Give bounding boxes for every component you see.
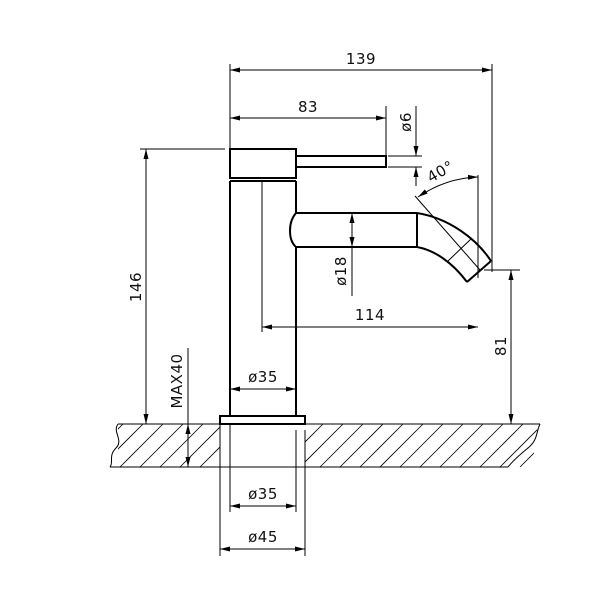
hatch-line	[219, 424, 264, 467]
hatch-line	[339, 424, 384, 467]
label-overall-width: 139	[346, 50, 376, 68]
base-flange	[219, 415, 306, 425]
spout	[296, 195, 492, 283]
label-spout-diameter: ø18	[332, 256, 350, 286]
hatch-line	[399, 424, 444, 467]
hatch-line	[159, 424, 204, 467]
break-line-left	[109, 423, 120, 468]
label-total-height: 146	[127, 272, 145, 302]
spout-axis	[414, 195, 481, 271]
dimension-lines	[140, 64, 520, 552]
hatch-line	[419, 424, 464, 467]
hatch-line	[179, 424, 224, 467]
countertop-section	[109, 423, 600, 468]
hatch-line	[459, 424, 504, 467]
label-spout-reach: 114	[355, 306, 385, 324]
section-hatching	[118, 424, 600, 467]
dim-angle	[417, 174, 479, 198]
hatch-line	[319, 424, 364, 467]
label-body-diameter: ø35	[248, 368, 278, 386]
hatch-line	[199, 424, 244, 467]
hatch-line	[279, 424, 324, 467]
faucet-body	[219, 148, 387, 425]
handle-cap	[229, 148, 297, 179]
hatch-line	[519, 424, 538, 467]
label-handle-reach: 83	[298, 98, 318, 116]
lever-handle	[295, 155, 387, 168]
dimension-labels: 139 83 ø6 40° 146 ø18 114 81 ø35 MAX40 ø…	[127, 50, 510, 546]
hatch-line	[479, 424, 524, 467]
label-flange-diameter: ø45	[248, 528, 278, 546]
hatch-line	[119, 424, 164, 467]
hatch-line	[118, 424, 144, 467]
hatch-line	[259, 424, 304, 467]
hatch-line	[379, 424, 424, 467]
hatch-line	[239, 424, 284, 467]
break-line-right	[507, 423, 541, 468]
hatch-line	[359, 424, 404, 467]
hatch-line	[439, 424, 484, 467]
hatch-line	[299, 424, 344, 467]
hatch-line	[560, 424, 600, 467]
hatch-line	[540, 424, 583, 467]
hatch-line	[580, 424, 600, 467]
label-spout-angle: 40°	[424, 157, 457, 187]
hatch-line	[499, 424, 538, 467]
label-max-thickness: MAX40	[168, 353, 186, 408]
label-spout-height: 81	[492, 336, 510, 356]
label-shank-diameter: ø35	[248, 485, 278, 503]
shank	[219, 424, 306, 556]
label-handle-diameter: ø6	[397, 112, 415, 132]
hatch-line	[139, 424, 184, 467]
